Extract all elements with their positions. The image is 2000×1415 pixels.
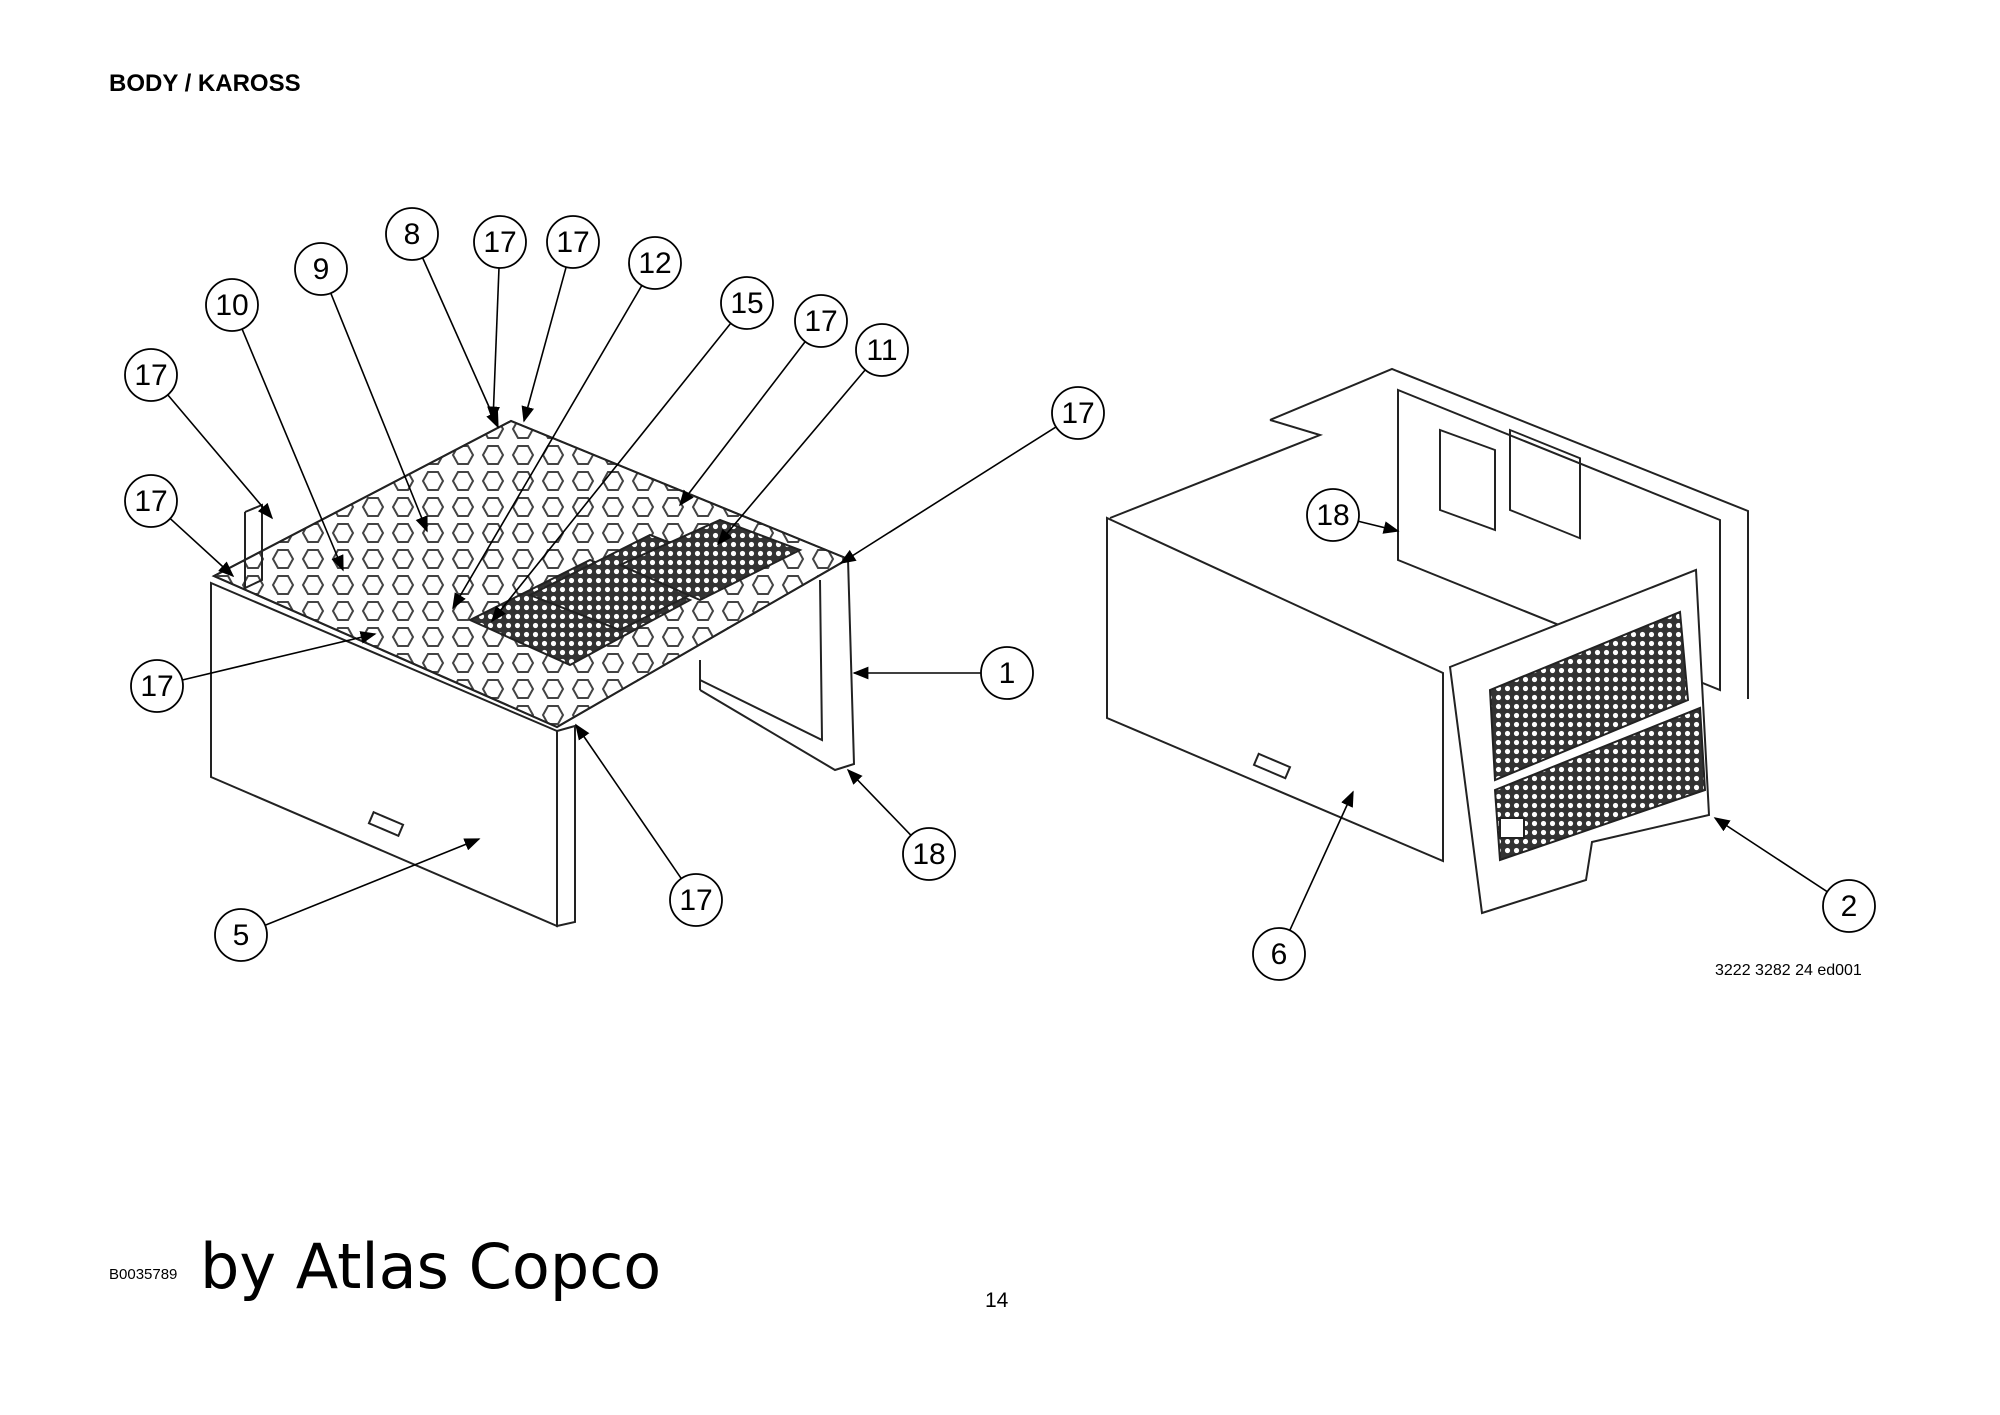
- balloon-circle: [1822, 879, 1876, 933]
- right-body-assembly: [1106, 367, 1749, 915]
- balloon-circle: [124, 474, 178, 528]
- callout-number: 2: [1841, 890, 1858, 923]
- callout-number: 17: [483, 226, 516, 259]
- callout-number: 18: [1316, 499, 1349, 532]
- callout-number: 17: [1061, 397, 1094, 430]
- leader-line: [839, 426, 1057, 564]
- leader-line: [452, 285, 643, 610]
- callout-number: 5: [233, 919, 250, 952]
- mesh-panel-upper: [1488, 610, 1690, 782]
- balloon-circle: [214, 908, 268, 962]
- mesh-panel-lower: [1493, 706, 1707, 862]
- right-front-panel: [1106, 516, 1444, 863]
- balloon-circle: [720, 276, 774, 330]
- leader-line: [490, 322, 732, 623]
- balloon-circle: [794, 294, 848, 348]
- balloon-circle: [1051, 386, 1105, 440]
- leader-line: [1358, 520, 1400, 534]
- page-number: 14: [985, 1289, 1009, 1312]
- callout-number: 17: [140, 670, 173, 703]
- leader-line: [1289, 790, 1354, 931]
- callout-number: 18: [912, 838, 945, 871]
- right-back-rim: [1269, 367, 1749, 699]
- callout-balloon: 18: [846, 768, 956, 881]
- left-frame: [699, 558, 856, 772]
- balloon-circle: [294, 242, 348, 296]
- callout-number: 17: [556, 226, 589, 259]
- callout-number: 6: [1271, 938, 1288, 971]
- left-end-panel: [556, 724, 576, 928]
- callout-number: 12: [638, 247, 671, 280]
- drawing-number: 3222 3282 24 ed001: [1715, 962, 1862, 979]
- window: [1439, 428, 1496, 532]
- leader-line: [241, 328, 344, 572]
- callout-balloon: 2: [1713, 817, 1876, 933]
- callout-balloon: 6: [1252, 790, 1354, 981]
- leader-line: [169, 517, 235, 578]
- balloon-circle: [473, 215, 527, 269]
- callout-balloon: 12: [452, 236, 682, 610]
- callout-number: 17: [134, 485, 167, 518]
- balloon-circle: [902, 827, 956, 881]
- balloon-circle: [1252, 927, 1306, 981]
- balloon-circle: [130, 659, 184, 713]
- callout-number: 8: [404, 218, 421, 251]
- leader-line: [421, 257, 499, 429]
- callout-balloon: 17: [679, 294, 848, 507]
- leader-line: [330, 292, 428, 533]
- balloon-circle: [546, 215, 600, 269]
- balloon-circle: [385, 207, 439, 261]
- left-bracket: [244, 503, 263, 590]
- callout-number: 15: [730, 287, 763, 320]
- window: [1509, 428, 1581, 540]
- handle: [367, 810, 405, 838]
- callout-balloon: 9: [294, 242, 428, 533]
- brand-text: by Atlas Copco: [200, 1230, 662, 1303]
- callout-balloon: 15: [490, 276, 774, 623]
- callout-balloon: 17: [130, 631, 377, 713]
- leader-line: [487, 267, 500, 423]
- callout-balloon: 11: [716, 323, 909, 546]
- leader-line: [679, 341, 806, 507]
- callout-number: 1: [999, 657, 1016, 690]
- leader-line: [716, 369, 866, 546]
- callout-balloon: 17: [124, 348, 274, 520]
- callout-balloon: 10: [205, 278, 344, 572]
- callout-number: 17: [134, 359, 167, 392]
- callout-number: 17: [679, 884, 712, 917]
- callout-balloon: 17: [473, 215, 527, 423]
- leader-line: [264, 838, 481, 927]
- balloon-circle: [124, 348, 178, 402]
- balloon-circle: [980, 646, 1034, 700]
- page-title: BODY / KAROSS: [109, 70, 301, 97]
- right-back-wall-frame: [1397, 388, 1721, 692]
- leader-line: [167, 394, 274, 520]
- callout-number: 9: [313, 253, 330, 286]
- callout-balloon: 8: [385, 207, 499, 429]
- balloon-circle: [205, 278, 259, 332]
- balloon-circle: [1306, 488, 1360, 542]
- callout-balloon: 17: [124, 474, 235, 578]
- callout-balloon: 17: [521, 215, 600, 423]
- balloon-circle: [669, 873, 723, 927]
- leader-line: [846, 768, 912, 836]
- callout-balloon: 18: [1306, 488, 1400, 542]
- grating-panel: [617, 518, 803, 602]
- callout-balloon: 17: [575, 723, 723, 927]
- balloon-circle: [855, 323, 909, 377]
- leader-line: [1713, 817, 1828, 893]
- callout-number: 11: [866, 334, 897, 367]
- callout-number: 17: [804, 305, 837, 338]
- callout-balloon: 17: [839, 386, 1105, 564]
- callout-number: 10: [215, 289, 248, 322]
- leader-line: [182, 631, 377, 681]
- balloon-circle: [628, 236, 682, 290]
- callout-balloon: 1: [852, 646, 1034, 700]
- leader-line: [575, 723, 682, 880]
- handle: [1252, 752, 1292, 780]
- leader-line: [521, 266, 567, 423]
- callout-balloon: 5: [214, 838, 481, 962]
- document-id: B0035789: [109, 1266, 178, 1283]
